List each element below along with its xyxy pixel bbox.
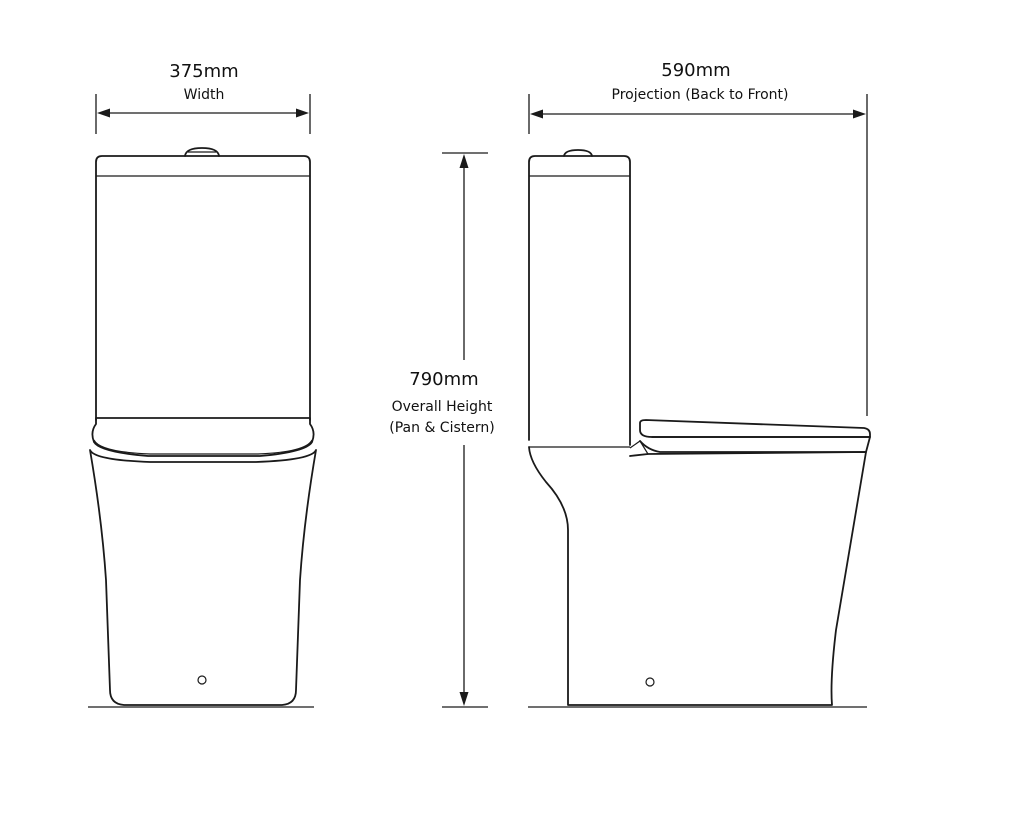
projection-label: Projection (Back to Front) <box>612 87 789 103</box>
side-flush-button <box>563 149 593 157</box>
height-label-line2: (Pan & Cistern) <box>389 420 494 436</box>
projection-value: 590mm <box>661 60 730 81</box>
height-value: 790mm <box>409 369 478 390</box>
width-dimension: 375mm Width <box>95 61 311 134</box>
front-seat-edge <box>93 439 313 455</box>
side-view: 590mm Projection (Back to Front) <box>528 60 871 708</box>
front-fixing-hole <box>197 675 207 685</box>
side-cistern <box>528 155 631 446</box>
width-arrow-left <box>97 108 110 118</box>
side-seat-lid <box>639 419 871 438</box>
front-flush-button <box>184 147 220 157</box>
front-seat <box>91 417 315 457</box>
projection-arrow-right <box>853 109 866 119</box>
front-view: 375mm Width <box>88 61 317 708</box>
front-pan <box>89 449 317 706</box>
width-value: 375mm <box>169 61 238 82</box>
height-arrow-bottom <box>459 692 469 706</box>
side-pan <box>528 446 867 706</box>
side-fixing-hole <box>645 677 655 687</box>
projection-dimension: 590mm Projection (Back to Front) <box>528 60 868 416</box>
projection-arrow-left <box>530 109 543 119</box>
front-cistern <box>95 155 311 421</box>
height-dimension: 790mm Overall Height (Pan & Cistern) <box>389 152 495 708</box>
height-label-line1: Overall Height <box>392 399 493 415</box>
height-arrow-top <box>459 154 469 168</box>
width-arrow-right <box>296 108 309 118</box>
side-seat <box>639 436 871 453</box>
width-label: Width <box>184 87 225 103</box>
